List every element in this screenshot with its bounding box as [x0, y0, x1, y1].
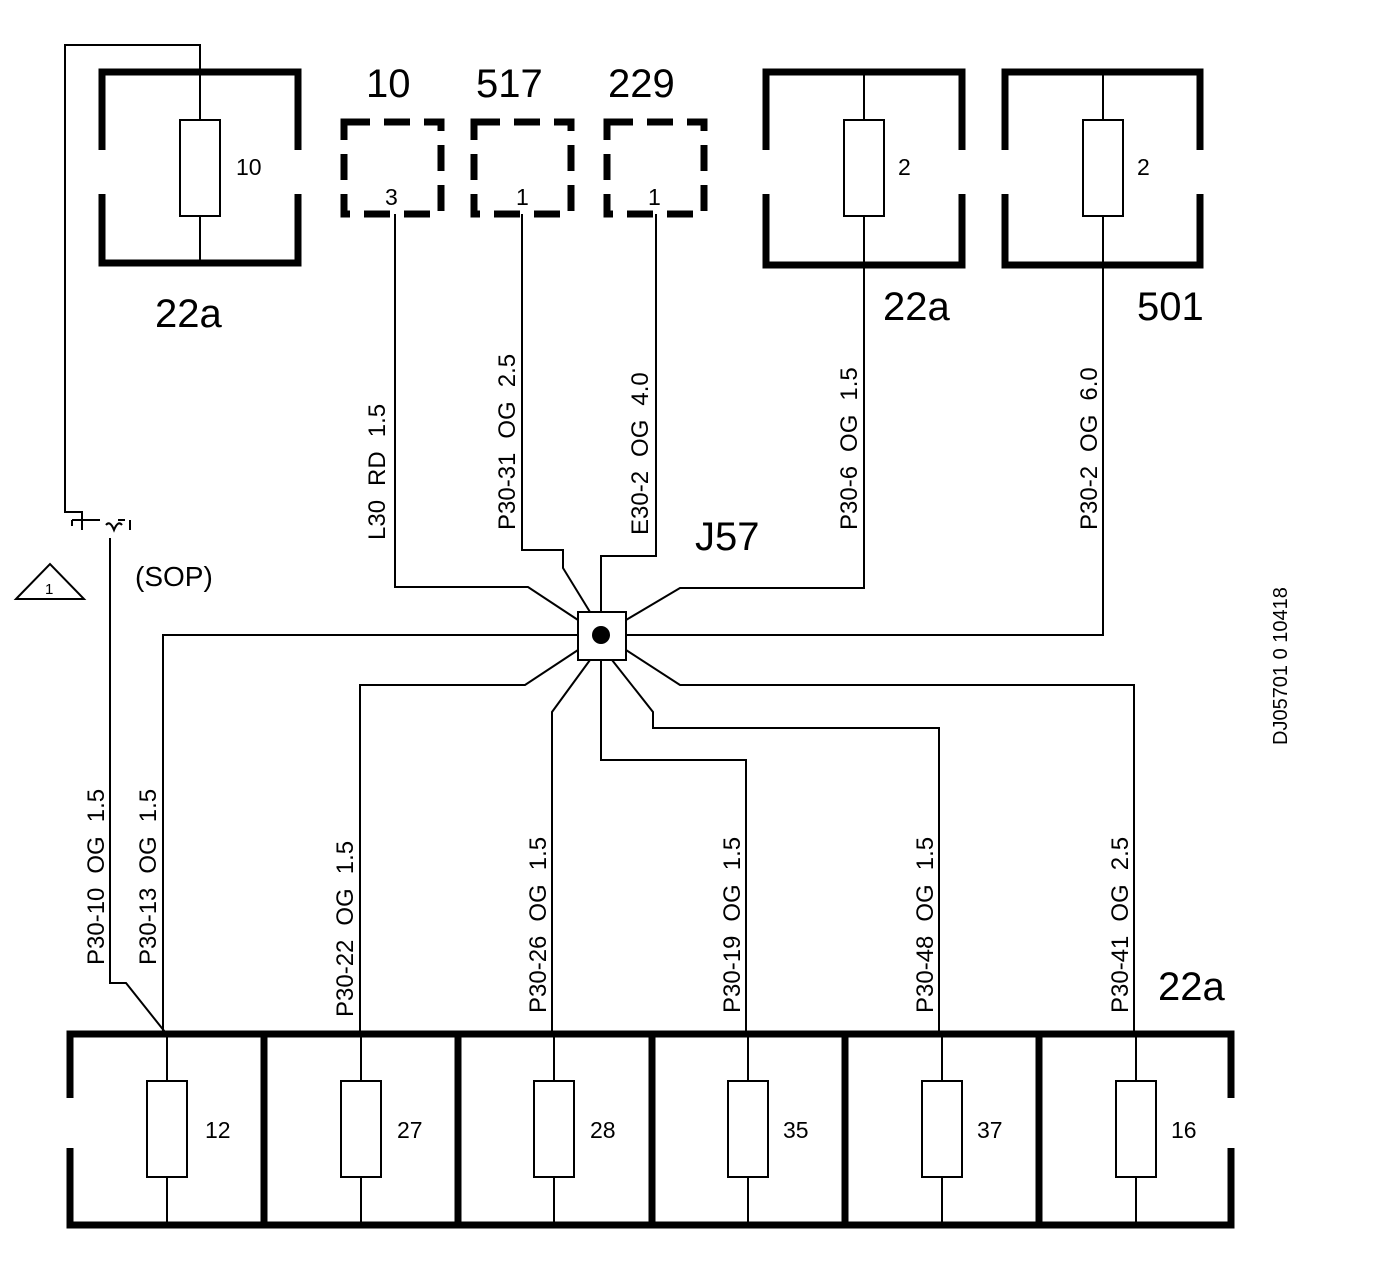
- wire-label-p30-22: P30-22OG1.5: [332, 841, 359, 1017]
- fuse-symbol: [179, 119, 221, 217]
- connector-label: 229: [608, 62, 675, 106]
- lower-wires: [109, 520, 1135, 1033]
- connector-pin: 1: [516, 184, 529, 210]
- svg-text:DJ05701 0 10418: DJ05701 0 10418: [1270, 587, 1292, 745]
- fuse-symbol: [533, 1080, 575, 1178]
- bottom-fuse: 16: [1115, 1034, 1197, 1225]
- wire-label-e30-2: E30-2OG4.0: [627, 372, 654, 535]
- svg-text:P30-26OG1.5: P30-26OG1.5: [525, 837, 552, 1013]
- connector-label: 517: [476, 62, 543, 106]
- bottom-fuse: 35: [727, 1034, 809, 1225]
- connector-229: 229 1: [603, 62, 708, 218]
- fuse-number: 2: [898, 154, 911, 180]
- fuse-number: 2: [1137, 154, 1150, 180]
- wire-label-p30-41: P30-41OG2.5: [1107, 837, 1134, 1013]
- fuse-symbol: [146, 1080, 188, 1178]
- fuse-symbol: [1115, 1080, 1157, 1178]
- wire-label-p30-48: P30-48OG1.5: [912, 837, 939, 1013]
- fuse-box-22a-left: 10 22a: [98, 68, 302, 336]
- connector-10: 10 3: [340, 62, 445, 218]
- svg-text:E30-2OG4.0: E30-2OG4.0: [627, 372, 654, 535]
- fuse-box-label: 22a: [883, 285, 950, 329]
- wire-label-p30-19: P30-19OG1.5: [719, 837, 746, 1013]
- svg-text:P30-22OG1.5: P30-22OG1.5: [332, 841, 359, 1017]
- fuse-box-22a-bottom: 22a 12 27 28 35 37 16: [66, 965, 1235, 1229]
- svg-text:P30-48OG1.5: P30-48OG1.5: [912, 837, 939, 1013]
- wire-label-p30-31: P30-31OG2.5: [494, 354, 521, 530]
- bottom-fuse: 37: [921, 1034, 1003, 1225]
- svg-text:P30-2OG6.0: P30-2OG6.0: [1076, 367, 1103, 530]
- fuse-number: 10: [236, 154, 262, 180]
- connector-label: 10: [366, 62, 411, 106]
- fuse-box-501: 2 501: [1001, 68, 1204, 329]
- fuse-box-22a-right: 2 22a: [762, 68, 966, 329]
- bottom-fuse: 12: [146, 1034, 231, 1225]
- fuse-symbol: [843, 119, 885, 217]
- fuse-number: 12: [205, 1117, 231, 1143]
- note-number: 1: [45, 581, 53, 598]
- note-triangle-icon: 1: [13, 562, 87, 600]
- connector-pin: 1: [648, 184, 661, 210]
- splice-j57: J57: [577, 515, 760, 661]
- fuse-number: 28: [590, 1117, 616, 1143]
- document-code: DJ05701 0 10418: [1270, 587, 1292, 745]
- sop-option: (SOP): [71, 519, 213, 592]
- sop-text: (SOP): [135, 561, 213, 592]
- wire-label-p30-2: P30-2OG6.0: [1076, 367, 1103, 530]
- wire-label-l30: L30RD1.5: [364, 404, 391, 540]
- wire-label-p30-13: P30-13OG1.5: [135, 789, 162, 965]
- upper-wires: [64, 44, 1104, 636]
- fuse-number: 35: [783, 1117, 809, 1143]
- fuse-box-label: 22a: [1158, 965, 1225, 1009]
- splice-label: J57: [695, 515, 760, 559]
- fuse-symbol: [921, 1080, 963, 1178]
- connector-pin: 3: [385, 184, 398, 210]
- connector-517: 517 1: [470, 62, 575, 218]
- fuse-box-label: 501: [1137, 285, 1204, 329]
- svg-text:P30-6OG1.5: P30-6OG1.5: [836, 367, 863, 530]
- svg-text:P30-41OG2.5: P30-41OG2.5: [1107, 837, 1134, 1013]
- svg-text:P30-19OG1.5: P30-19OG1.5: [719, 837, 746, 1013]
- wire-label-p30-6: P30-6OG1.5: [836, 367, 863, 530]
- fuse-symbol: [1082, 119, 1124, 217]
- bottom-fuse: 27: [340, 1034, 423, 1225]
- bottom-fuse: 28: [533, 1034, 616, 1225]
- fuse-symbol: [727, 1080, 769, 1178]
- fuse-box-label: 22a: [155, 292, 222, 336]
- svg-text:P30-13OG1.5: P30-13OG1.5: [135, 789, 162, 965]
- fuse-number: 27: [397, 1117, 423, 1143]
- svg-text:L30RD1.5: L30RD1.5: [364, 404, 391, 540]
- fuse-number: 16: [1171, 1117, 1197, 1143]
- svg-text:P30-31OG2.5: P30-31OG2.5: [494, 354, 521, 530]
- fuse-symbol: [340, 1080, 382, 1178]
- wire-label-p30-26: P30-26OG1.5: [525, 837, 552, 1013]
- svg-text:P30-10OG1.5: P30-10OG1.5: [83, 789, 110, 965]
- fuse-number: 37: [977, 1117, 1003, 1143]
- wire-label-p30-10: P30-10OG1.5: [83, 789, 110, 965]
